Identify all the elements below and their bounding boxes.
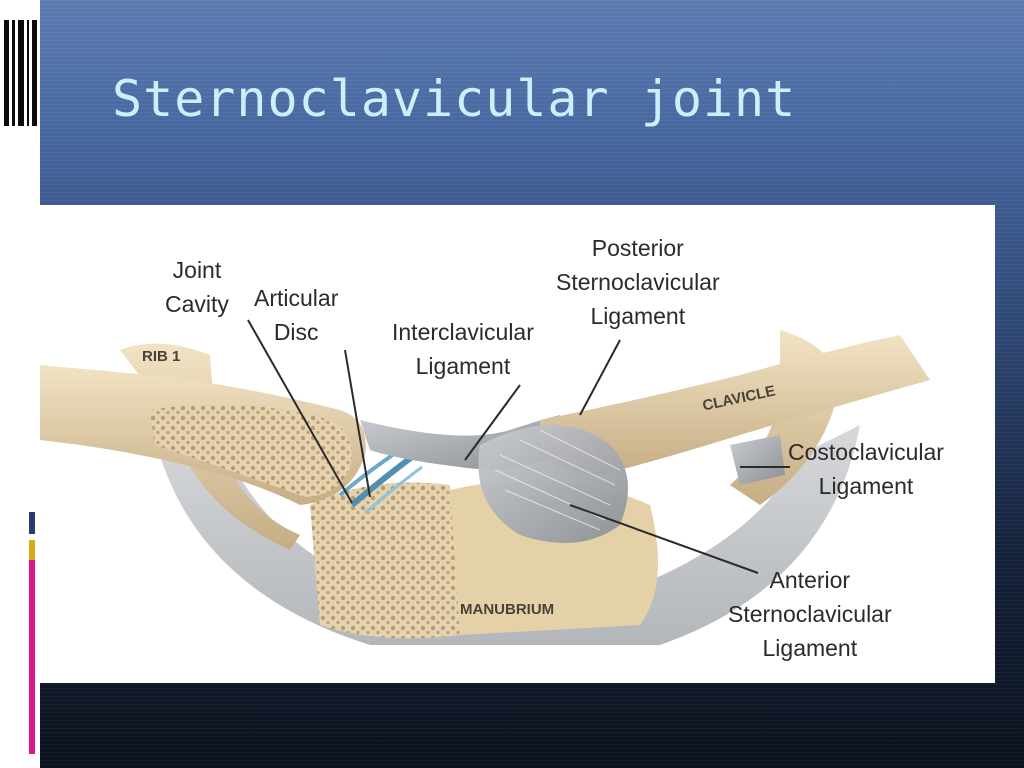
anatomy-figure: RIB 1 CLAVICLE MANUBRIUM Joint Cavity Ar… (40, 205, 995, 683)
articular-disc-shape (350, 454, 414, 508)
slide-title: Sternoclavicular joint (112, 70, 797, 128)
accent-bar-gold (29, 540, 35, 562)
joint-cavity-line-inner (364, 465, 423, 515)
bar (4, 20, 9, 126)
interclavicular-ligament-label: Interclavicular Ligament (392, 319, 534, 379)
clavicle-marrow-section (150, 404, 352, 497)
manubrium-section-left (310, 482, 460, 639)
costoclavicular-ligament-label: Costoclavicular Ligament (788, 439, 944, 499)
left-decorative-strip (0, 0, 40, 768)
rib1-label: RIB 1 (142, 348, 181, 365)
bar (18, 20, 24, 126)
joint-cavity-label: Joint Cavity (165, 257, 229, 317)
barcode-decoration (4, 20, 38, 126)
right-clavicle (540, 335, 930, 475)
costoclavicular-ligament-shape (730, 435, 785, 485)
sternoclavicular-illustration (40, 319, 930, 645)
accent-bar-navy (29, 512, 35, 534)
manubrium-label: MANUBRIUM (460, 601, 555, 618)
bar (12, 20, 15, 126)
bar (32, 20, 37, 126)
articular-disc-label: Articular Disc (254, 285, 339, 345)
posterior-sc-ligament-label: Posterior Sternoclavicular Ligament (556, 235, 720, 329)
bar (27, 20, 29, 126)
leader-lines (247, 319, 790, 574)
anterior-sc-ligament-label: Anterior Sternoclavicular Ligament (728, 567, 892, 661)
accent-bar-pink (29, 560, 35, 754)
